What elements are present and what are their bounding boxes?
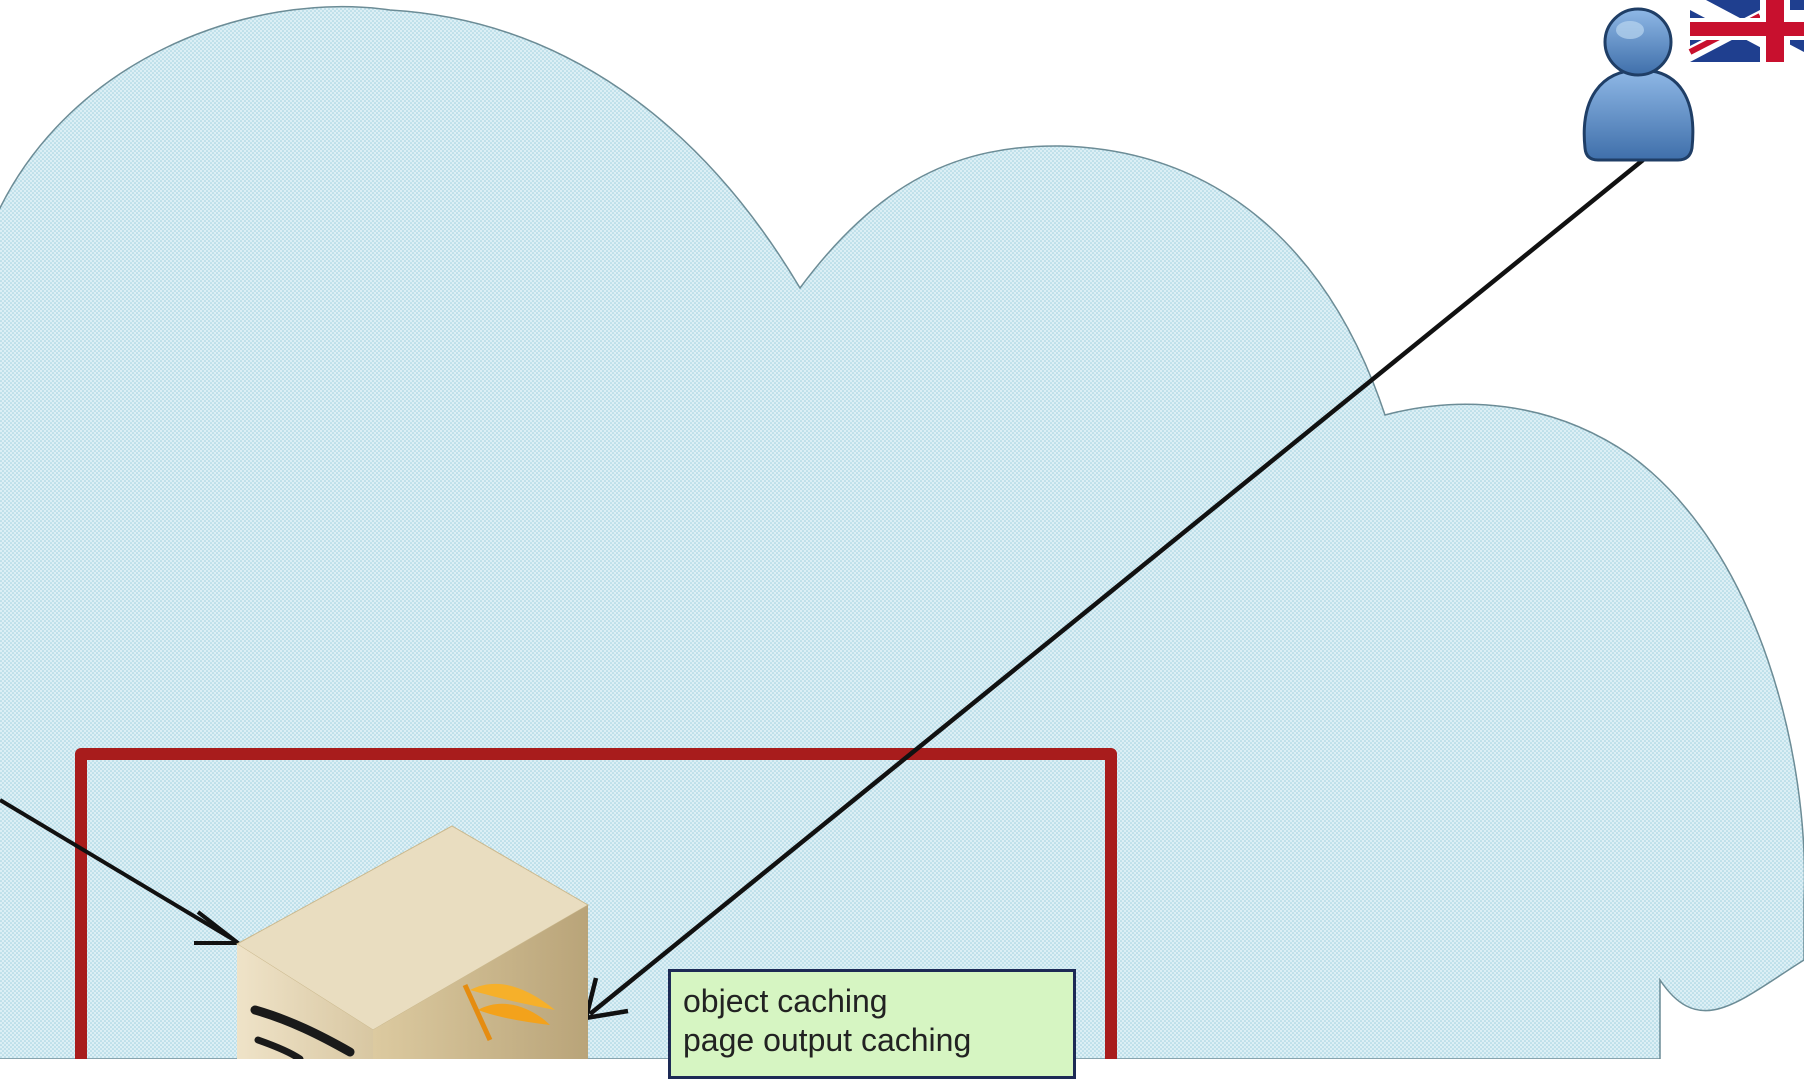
note-line-object-caching: object caching [683, 982, 1061, 1021]
cloud-shape [0, 7, 1804, 1059]
uk-flag-icon [1690, 0, 1804, 62]
user-icon [1584, 9, 1693, 160]
note-line-page-output-caching: page output caching [683, 1021, 1061, 1060]
caching-note-box: object caching page output caching [668, 969, 1076, 1079]
